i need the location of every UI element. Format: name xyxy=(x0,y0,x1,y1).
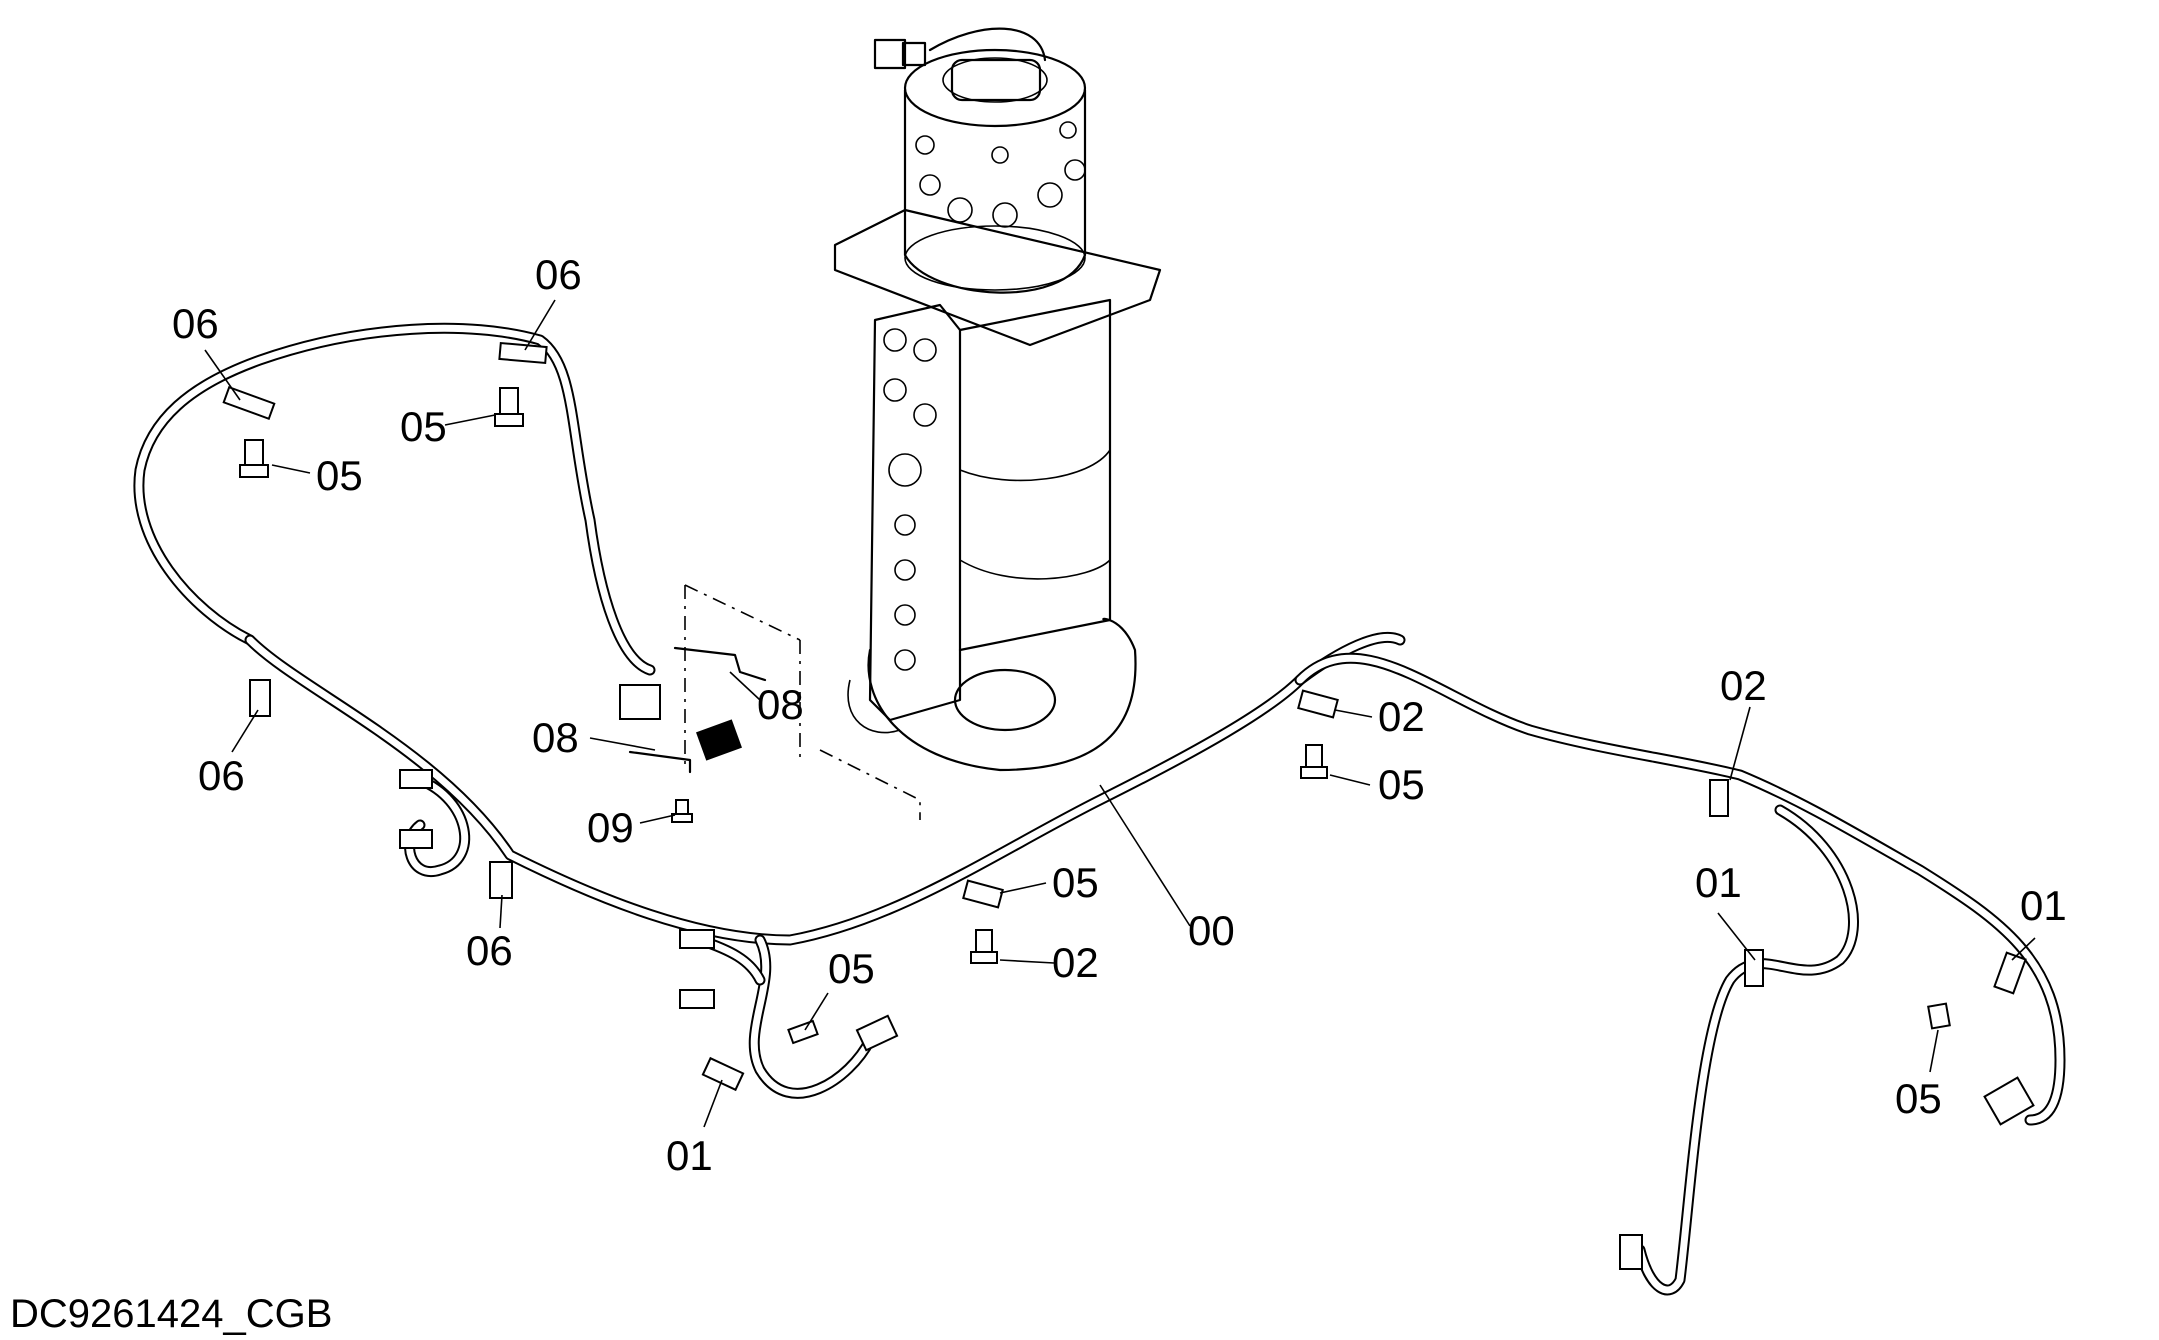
callout-00: 00 xyxy=(1188,907,1235,954)
drawing-id: DC9261424_CGB xyxy=(10,1292,332,1336)
callout-05-a: 05 xyxy=(400,403,447,450)
leader-lines xyxy=(204,299,2036,1128)
callout-01-c: 01 xyxy=(2020,882,2067,929)
callout-06-c: 06 xyxy=(198,752,245,799)
wire-harness xyxy=(133,322,2066,1296)
callout-02-c: 02 xyxy=(1052,939,1099,986)
callout-06-d: 06 xyxy=(466,927,513,974)
callout-05-d: 05 xyxy=(1052,859,1099,906)
callout-02-a: 02 xyxy=(1378,693,1425,740)
callout-05-c: 05 xyxy=(1378,761,1425,808)
callout-01-b: 01 xyxy=(1695,859,1742,906)
callout-02-b: 02 xyxy=(1720,662,1767,709)
callout-08-b: 08 xyxy=(532,714,579,761)
callout-08-a: 08 xyxy=(757,681,804,728)
callout-labels: 06 06 05 05 08 08 09 06 06 02 05 02 05 0… xyxy=(172,251,2067,1179)
callout-06-b: 06 xyxy=(535,251,582,298)
callout-06-a: 06 xyxy=(172,300,219,347)
callout-05-e: 05 xyxy=(828,945,875,992)
swivel-joint xyxy=(684,27,1162,820)
callout-01-a: 01 xyxy=(666,1132,713,1179)
callout-05-b: 05 xyxy=(316,452,363,499)
callout-05-f: 05 xyxy=(1895,1075,1942,1122)
bolts xyxy=(239,387,1951,1045)
callout-09: 09 xyxy=(587,804,634,851)
